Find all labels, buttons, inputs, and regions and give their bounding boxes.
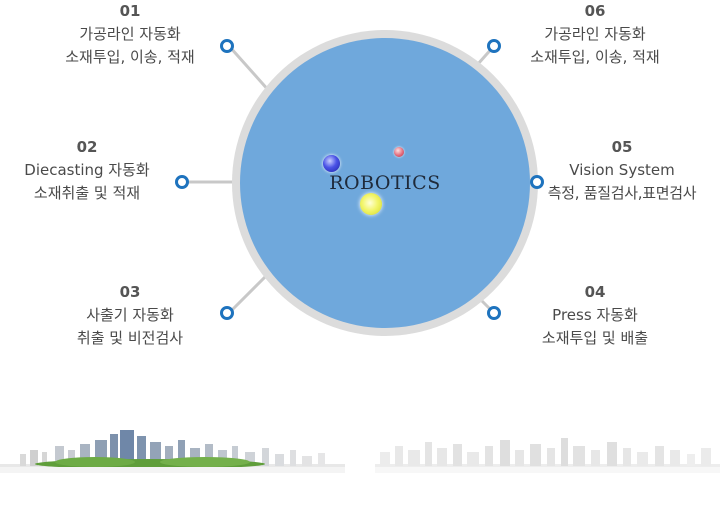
label-03-number: 03 [119,283,141,301]
label-03: 03 사출기 자동화 취출 및 비전검사 [20,282,240,350]
center-title: ROBOTICS [329,172,441,194]
label-01-line2: 소재투입, 이송, 적재 [65,48,195,66]
label-06: 06 가공라인 자동화 소재투입, 이송, 적재 [485,1,705,69]
node-04 [487,306,501,320]
label-02-line2: 소재취출 및 적재 [33,184,141,202]
center-circle [240,38,530,328]
city-skyline-image-left [0,430,345,473]
yellow-orb-icon [360,193,382,215]
label-02: 02 Diecasting 자동화 소재취출 및 적재 [0,137,197,205]
label-06-line1: 가공라인 자동화 [544,25,646,43]
label-03-line2: 취출 및 비전검사 [76,329,184,347]
label-06-number: 06 [584,2,606,20]
label-05-number: 05 [611,138,633,156]
label-04-line2: 소재투입 및 배출 [541,329,649,347]
label-05-line2: 측정, 품질검사,표면검사 [547,184,697,202]
label-06-line2: 소재투입, 이송, 적재 [530,48,660,66]
label-03-line1: 사출기 자동화 [86,306,174,324]
label-01: 01 가공라인 자동화 소재투입, 이송, 적재 [20,1,240,69]
connector-03 [227,270,272,315]
connector-01 [227,45,272,93]
label-04-line1: Press 자동화 [552,306,638,324]
node-06 [487,39,501,53]
label-04: 04 Press 자동화 소재투입 및 배출 [485,282,705,350]
node-05 [530,175,544,189]
blue-orb-icon [323,155,340,172]
label-02-number: 02 [76,138,98,156]
label-05-line1: Vision System [569,161,675,179]
node-02 [175,175,189,189]
label-02-line1: Diecasting 자동화 [24,161,150,179]
label-01-number: 01 [119,2,141,20]
node-03 [220,306,234,320]
label-04-number: 04 [584,283,606,301]
city-skyline-image-right [375,438,720,473]
label-05: 05 Vision System 측정, 품질검사,표면검사 [524,137,720,205]
pink-orb-icon [394,147,404,157]
label-01-line1: 가공라인 자동화 [79,25,181,43]
node-01 [220,39,234,53]
